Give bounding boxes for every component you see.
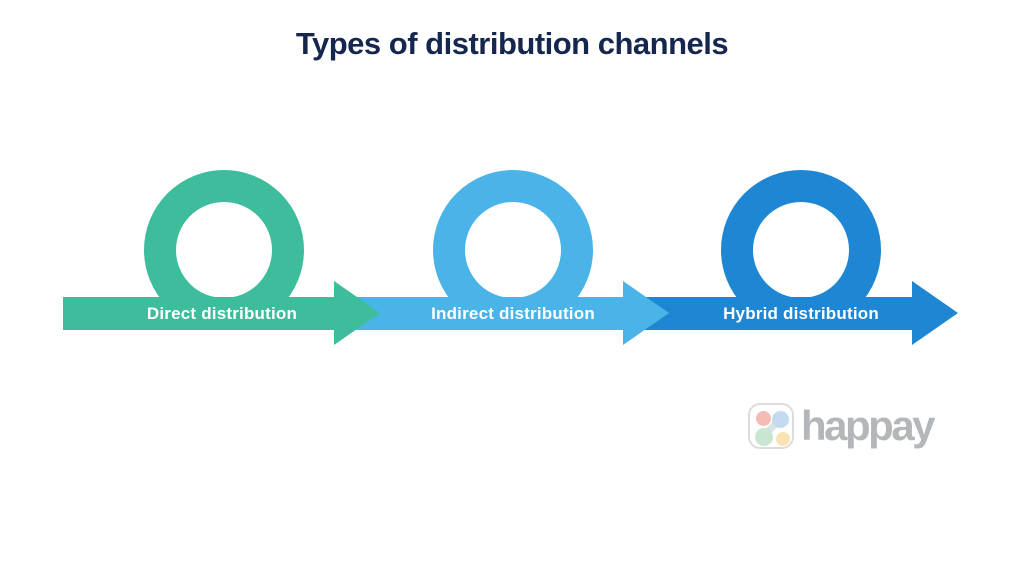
arrowhead-icon (912, 281, 958, 345)
page-title: Types of distribution channels (295, 26, 729, 61)
green-dot-icon (755, 428, 773, 446)
happay-logo: happay (748, 402, 936, 449)
segment-label: Direct distribution (146, 304, 298, 323)
arrowhead-icon (623, 281, 669, 345)
arrowhead-icon (334, 281, 380, 345)
happay-wordmark: happay (801, 402, 936, 449)
segment-label: Hybrid distribution (723, 304, 879, 323)
happay-logo-icon (748, 403, 794, 449)
blue-dot-icon (772, 411, 789, 428)
yellow-dot-icon (776, 432, 790, 446)
red-dot-icon (756, 411, 771, 426)
segment-label: Indirect distribution (431, 304, 595, 323)
